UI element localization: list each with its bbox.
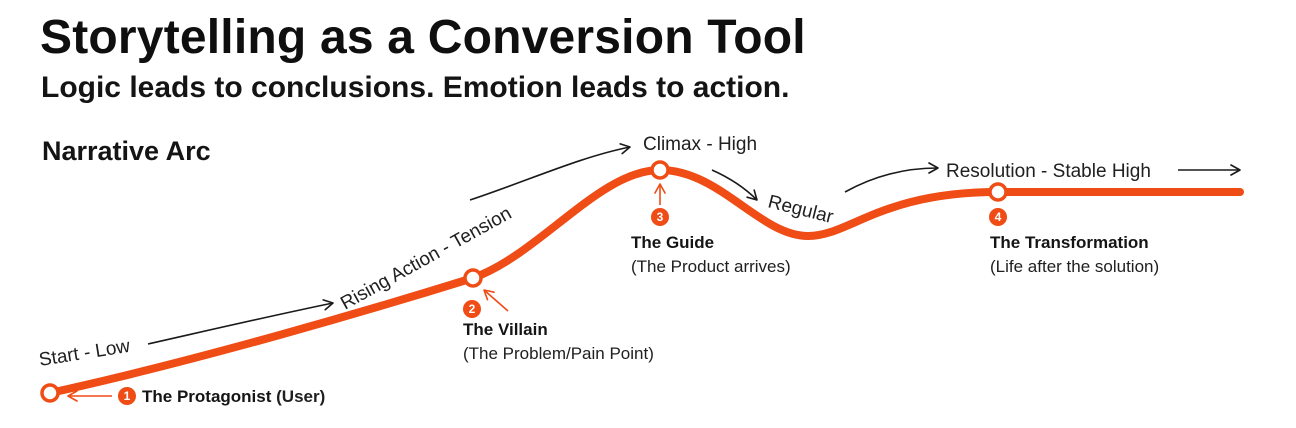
point-2-desc: (The Problem/Pain Point) — [463, 344, 654, 363]
stage-label-regular: Regular — [766, 191, 836, 228]
point-1-desc: (User) — [271, 387, 325, 406]
stage-label-rising: Rising Action - Tension — [337, 203, 515, 314]
point-3-desc: (The Product arrives) — [631, 257, 791, 276]
arc-point-4-marker — [988, 182, 1008, 202]
point-4-number-badge — [989, 208, 1007, 226]
point-2-number-badge — [463, 300, 481, 318]
climax-direction-arrow — [711, 169, 758, 201]
stage-label-climax: Climax - High — [643, 134, 757, 155]
point-1-number-badge — [118, 387, 136, 405]
point-2-pointer-arrow — [483, 289, 509, 312]
regular-direction-arrow — [844, 162, 939, 193]
point-3-number-badge — [651, 208, 669, 226]
point-4-number: 4 — [995, 210, 1002, 224]
stage-label-start: Start - Low — [37, 336, 131, 371]
arc-point-2-marker — [463, 268, 483, 288]
page-subtitle: Logic leads to conclusions. Emotion lead… — [41, 71, 790, 104]
start-direction-arrow — [147, 299, 334, 345]
point-3-title: The Guide — [631, 233, 714, 252]
arc-curve — [46, 166, 1244, 397]
point-3-number: 3 — [657, 210, 664, 224]
point-1-callout: The Protagonist (User) — [142, 387, 325, 406]
point-1-number: 1 — [124, 389, 131, 403]
page-title: Storytelling as a Conversion Tool — [40, 11, 806, 64]
point-2-number: 2 — [469, 302, 476, 316]
arc-point-1-marker — [40, 383, 60, 403]
point-2-title: The Villain — [463, 320, 548, 339]
stage-label-resolution: Resolution - Stable High — [946, 161, 1151, 182]
rising-direction-arrow — [469, 143, 631, 201]
point-4-desc: (Life after the solution) — [990, 257, 1159, 276]
point-4-title: The Transformation — [990, 233, 1149, 252]
arc-point-3-marker — [650, 160, 670, 180]
point-1-title: The Protagonist — [142, 387, 272, 406]
diagram-label: Narrative Arc — [42, 136, 211, 166]
